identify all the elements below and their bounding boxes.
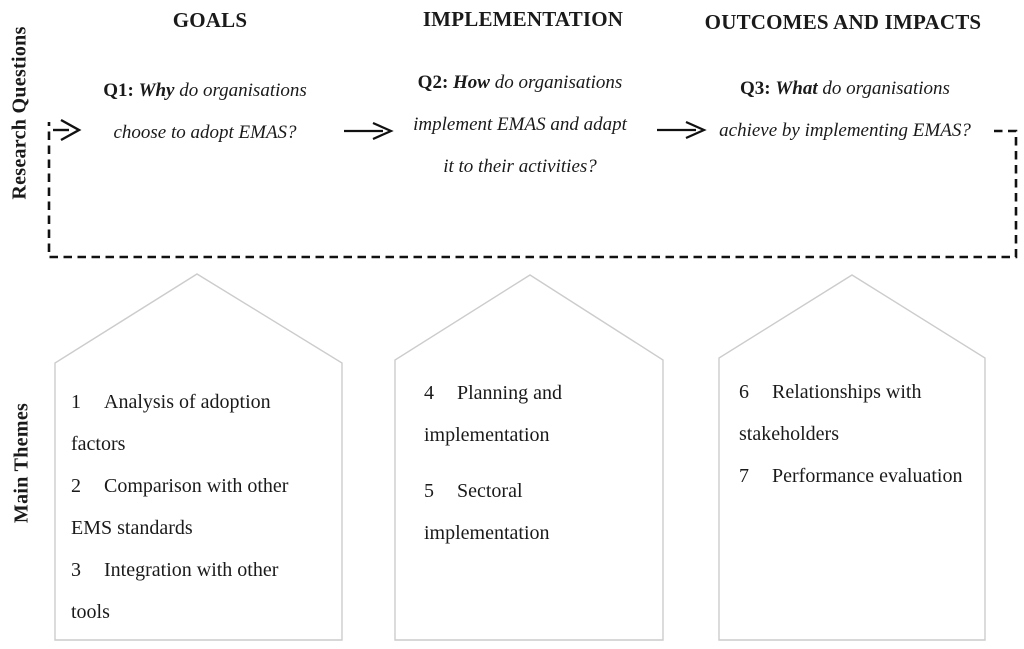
question-q2-line1: Q2: How do organisations <box>395 62 645 104</box>
question-q3: Q3: What do organisations achieve by imp… <box>705 68 985 152</box>
goals-column-header: GOALS <box>172 8 248 32</box>
outcomes-column-header: OUTCOMES AND IMPACTS <box>704 10 982 34</box>
q3-keyword: What <box>775 78 818 99</box>
question-q2-line2: implement EMAS and adapt <box>413 114 627 135</box>
theme-item-1-number: 1 <box>71 391 81 413</box>
theme-house-implementation <box>394 274 664 641</box>
theme-item-4-text: Planning and implementation <box>424 382 562 446</box>
question-q3-line2: achieve by implementing EMAS? <box>719 120 971 141</box>
arrow-q2-q3-head-icon <box>685 120 707 140</box>
q2-keyword: How <box>453 72 490 93</box>
theme-item-5-text: Sectoral implementation <box>424 480 550 544</box>
theme-item-3-number: 3 <box>71 559 81 581</box>
theme-item-3-text: Integration with other tools <box>71 559 279 623</box>
q2-prefix: Q2: <box>417 72 454 93</box>
q1-line1-rest: do organisations <box>174 80 307 101</box>
theme-item-7-number: 7 <box>739 465 749 487</box>
q3-prefix: Q3: <box>740 78 776 99</box>
question-q3-line1: Q3: What do organisations <box>705 68 985 110</box>
theme-item-7-text: Performance evaluation <box>772 465 963 487</box>
loop-entry-arrow-head-icon <box>60 118 82 142</box>
question-q1: Q1: Why do organisations choose to adopt… <box>80 70 330 154</box>
theme-house-goals <box>54 273 343 641</box>
question-q2: Q2: How do organisations implement EMAS … <box>395 62 645 188</box>
theme-item-6-number: 6 <box>739 381 749 403</box>
theme-item-6-text: Relationships with stakeholders <box>739 381 922 445</box>
question-q1-line2: choose to adopt EMAS? <box>113 122 297 143</box>
q1-prefix: Q1: <box>103 80 139 101</box>
question-q1-line1: Q1: Why do organisations <box>80 70 330 112</box>
theme-item-7: 7 Performance evaluation <box>739 455 969 497</box>
theme-item-4-number: 4 <box>424 382 434 404</box>
theme-item-2-text: Comparison with other EMS standards <box>71 475 289 539</box>
feedback-loop-dashed-line <box>47 122 1018 259</box>
theme-item-1-text: Analysis of adoption factors <box>71 391 271 455</box>
theme-house-outcomes <box>718 274 986 641</box>
q3-line1-rest: do organisations <box>817 78 950 99</box>
implementation-column-header: IMPLEMENTATION <box>422 7 624 31</box>
arrow-q1-q2-head-icon <box>372 121 394 141</box>
theme-item-2-number: 2 <box>71 475 81 497</box>
research-questions-row-label: Research Questions <box>8 26 31 200</box>
q1-keyword: Why <box>138 80 175 101</box>
question-q2-line3: it to their activities? <box>443 156 597 177</box>
main-themes-row-label: Main Themes <box>10 402 33 524</box>
theme-item-5-number: 5 <box>424 480 434 502</box>
q2-line1-rest: do organisations <box>489 72 623 93</box>
